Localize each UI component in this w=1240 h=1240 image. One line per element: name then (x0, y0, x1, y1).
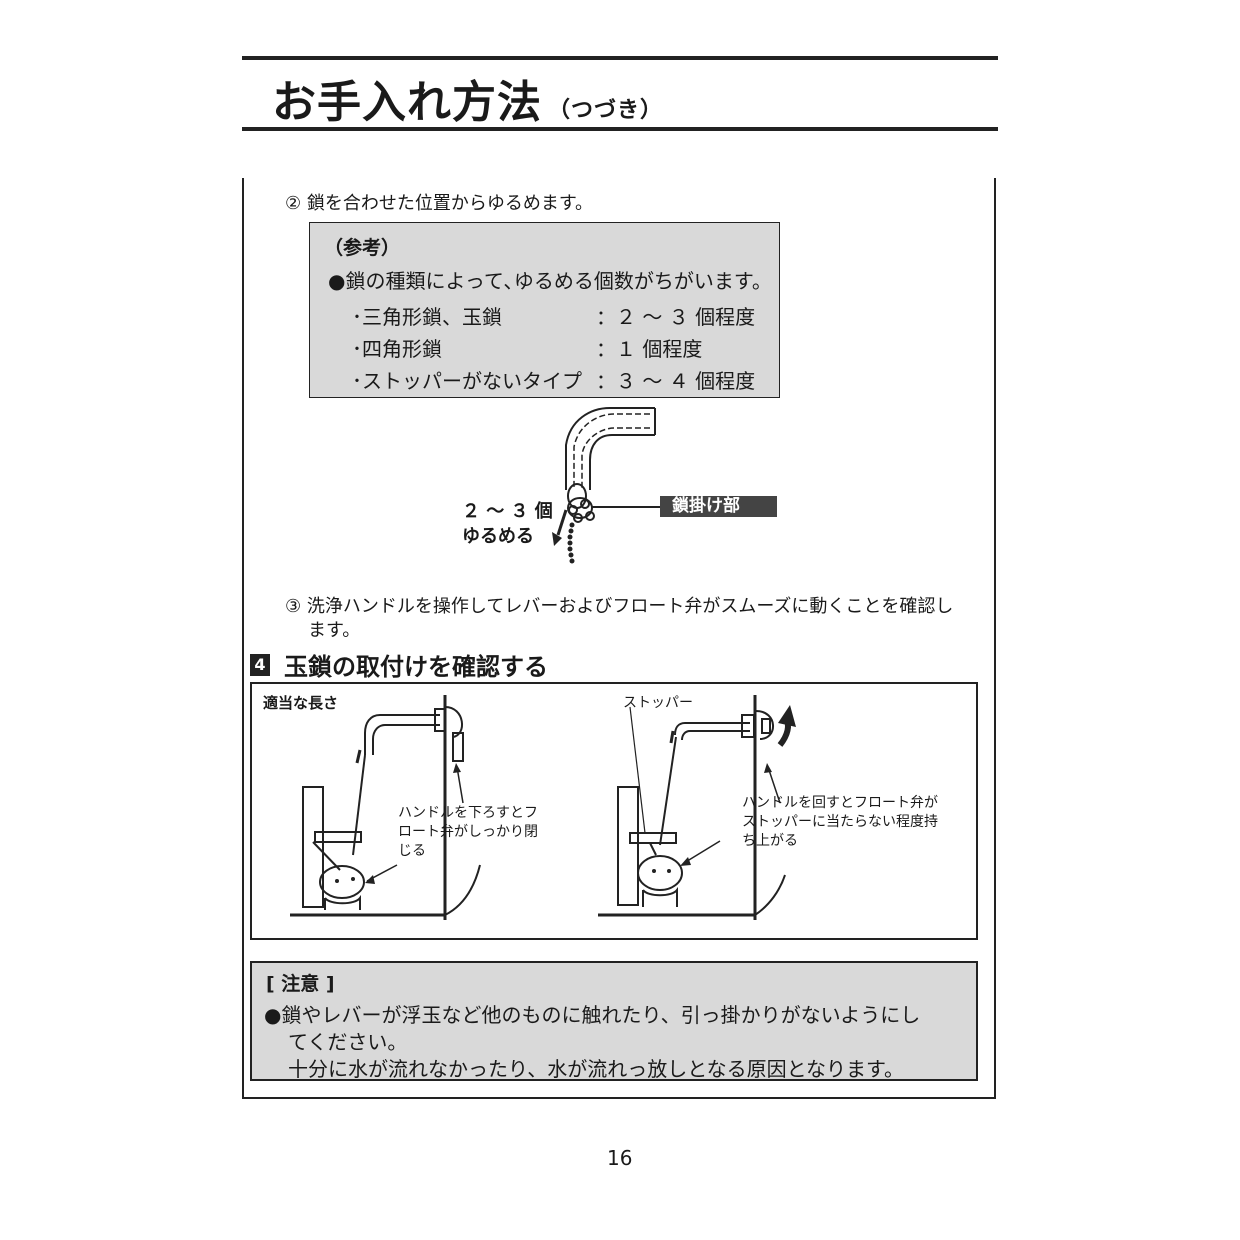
caution-box: [ 注意 ] ●鎖やレバーが浮玉など他のものに触れたり、引っ掛かりがないようにし… (250, 961, 978, 1081)
stopper-label: ストッパー (623, 695, 693, 711)
reference-heading: （参考） (324, 237, 401, 259)
figure-left-caption: 適当な長さ (263, 694, 339, 712)
reference-box: （参考） ●鎖の種類によって､ゆるめる個数がちがいます。 ･三角形鎖、玉鎖 ：２… (309, 222, 780, 398)
step-3-text-line-2: ます。 (308, 620, 361, 641)
reference-row-1-type: ･三角形鎖、玉鎖 (352, 305, 502, 329)
caution-line-2: てください。 (288, 1030, 408, 1054)
reference-row-3-count: ：３ ～ ４ 個程度 (596, 369, 756, 393)
hook-leader-line (592, 506, 660, 508)
reference-bullet: ●鎖の種類によって､ゆるめる個数がちがいます。 (328, 269, 772, 293)
page-title: お手入れ方法（つづき） (272, 66, 663, 130)
hook-label: 鎖掛け部 (660, 496, 777, 517)
loosen-action-label: ゆるめる (462, 526, 534, 547)
caution-line-3: 十分に水が流れなかったり、水が流れっ放しとなる原因となります。 (288, 1057, 904, 1081)
caution-heading: [ 注意 ] (266, 973, 335, 995)
reference-row-1-count: ：２ ～ ３ 個程度 (596, 305, 756, 329)
caution-line-1: ●鎖やレバーが浮玉など他のものに触れたり、引っ掛かりがないようにし (264, 1003, 921, 1027)
section-4-heading: 4 玉鎖の取付けを確認する (250, 647, 548, 682)
section-4-title: 玉鎖の取付けを確認する (284, 653, 548, 681)
figure-left-note-line-1: ハンドルを下ろすとフ (398, 805, 538, 821)
header-bottom-rule (242, 127, 998, 131)
page-title-main: お手入れ方法 (272, 77, 542, 128)
header-top-rule (242, 56, 998, 60)
page-number: 16 (607, 1146, 633, 1170)
figure-left-note-line-3: じる (398, 843, 426, 859)
figure-right-note-line-2: ストッパーに当たらない程度持 (742, 814, 938, 830)
proper-length-diagram (290, 695, 481, 920)
chain-length-figure-box (250, 682, 978, 940)
content-frame (242, 178, 996, 1099)
loosen-count-label: ２ ～ ３ 個 (462, 501, 553, 522)
stopper-lift-diagram (598, 695, 796, 920)
figure-right-note-line-1: ハンドルを回すとフロート弁が (742, 795, 938, 811)
figure-right-note-line-3: ち上がる (742, 833, 798, 849)
chain-hook-illustration (552, 407, 656, 564)
section-4-number: 4 (250, 653, 270, 676)
figure-left-note-line-2: ロート弁がしっかり閉 (398, 824, 538, 840)
reference-row-3-type: ･ストッパーがないタイプ (352, 369, 582, 393)
step-2-text: ② 鎖を合わせた位置からゆるめます。 (285, 193, 594, 214)
reference-row-2-count: ：１ 個程度 (596, 337, 703, 361)
page-title-sub: （つづき） (548, 98, 664, 123)
reference-row-2-type: ･四角形鎖 (352, 337, 442, 361)
step-3-text-line-1: ③ 洗浄ハンドルを操作してレバーおよびフロート弁がスムーズに動くことを確認し (285, 596, 954, 617)
